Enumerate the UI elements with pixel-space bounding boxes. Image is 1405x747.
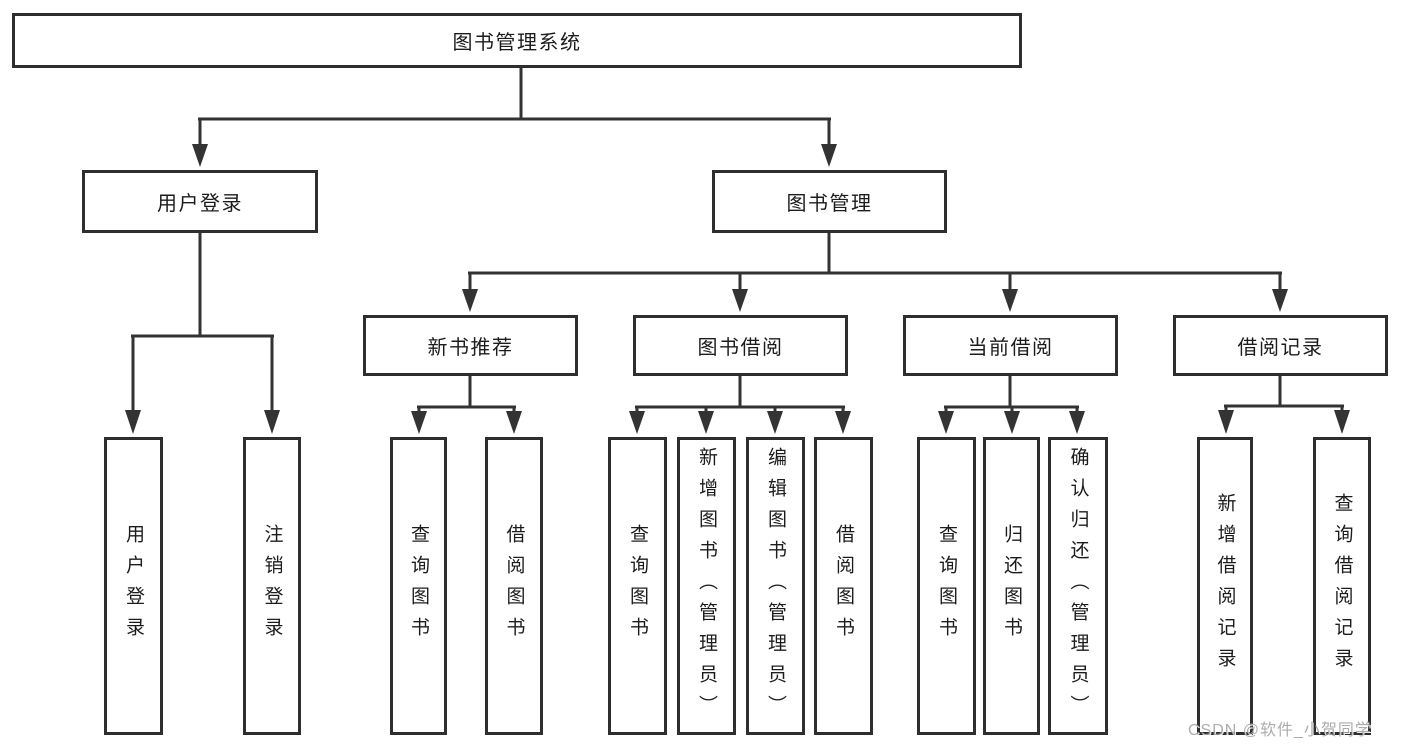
leaf-label: 编辑图书（管理员） bbox=[765, 446, 786, 726]
leaf-label: 确认归还（管理员） bbox=[1067, 446, 1089, 726]
node-current-borrow: 当前借阅 bbox=[903, 315, 1118, 376]
leaf-edit-books-admin: 编辑图书（管理员） bbox=[746, 437, 805, 735]
leaf-borrow-books-recommend: 借阅图书 bbox=[485, 437, 543, 735]
leaf-label: 查询图书 bbox=[936, 524, 957, 648]
leaf-label: 归还图书 bbox=[1001, 524, 1022, 648]
node-root-library-management-system: 图书管理系统 bbox=[12, 13, 1022, 68]
leaf-label: 查询图书 bbox=[627, 524, 648, 648]
leaf-add-borrow-record: 新增借阅记录 bbox=[1197, 437, 1253, 735]
leaf-query-books-borrow: 查询图书 bbox=[608, 437, 667, 735]
leaf-confirm-return-admin: 确认归还（管理员） bbox=[1048, 437, 1108, 735]
leaf-return-books: 归还图书 bbox=[983, 437, 1040, 735]
leaf-query-books-current: 查询图书 bbox=[917, 437, 976, 735]
leaf-label: 借阅图书 bbox=[833, 524, 854, 648]
leaf-label: 借阅图书 bbox=[503, 524, 525, 648]
leaf-label: 新增借阅记录 bbox=[1214, 493, 1236, 679]
node-user-login: 用户登录 bbox=[82, 170, 318, 233]
leaf-label: 查询图书 bbox=[408, 524, 429, 648]
leaf-label: 注销登录 bbox=[261, 524, 283, 648]
csdn-watermark: CSDN @软件_小贺同学 bbox=[1188, 722, 1372, 739]
node-borrow-records: 借阅记录 bbox=[1173, 315, 1388, 376]
node-book-management: 图书管理 bbox=[712, 170, 947, 233]
leaf-label: 用户登录 bbox=[123, 524, 144, 648]
leaf-borrow-books: 借阅图书 bbox=[814, 437, 873, 735]
leaf-add-books-admin: 新增图书（管理员） bbox=[677, 437, 736, 735]
leaf-user-login: 用户登录 bbox=[104, 437, 163, 735]
leaf-logout: 注销登录 bbox=[243, 437, 301, 735]
node-new-book-recommend: 新书推荐 bbox=[363, 315, 578, 376]
node-book-borrow: 图书借阅 bbox=[633, 315, 848, 376]
leaf-label: 查询借阅记录 bbox=[1331, 493, 1353, 679]
leaf-label: 新增图书（管理员） bbox=[696, 446, 717, 726]
leaf-query-books-recommend: 查询图书 bbox=[390, 437, 447, 735]
leaf-query-borrow-record: 查询借阅记录 bbox=[1313, 437, 1371, 735]
